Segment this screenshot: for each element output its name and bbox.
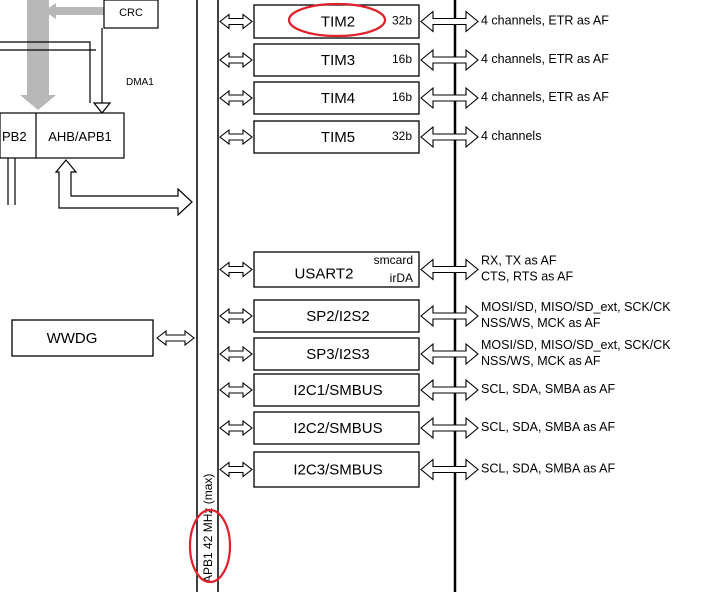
peripheral-row: TIM5 32b 4 channels bbox=[219, 120, 541, 154]
bus-to-peripheral-arrow bbox=[219, 261, 253, 278]
peripheral-box bbox=[253, 120, 420, 154]
bus-to-peripheral-arrow bbox=[219, 89, 253, 107]
peripheral-name: I2C3/SMBUS bbox=[293, 462, 382, 479]
apb1-highlight-ellipse bbox=[188, 508, 232, 584]
alternate-function-label: CTS, RTS as AF bbox=[481, 270, 574, 284]
ahb-apb1-label: AHB/APB1 bbox=[48, 129, 112, 144]
peripheral-box bbox=[253, 411, 420, 445]
top-left-blocks: CRC DMA1 PB2 AHB/APB1 bbox=[0, 0, 193, 217]
dma-lines bbox=[0, 28, 112, 114]
peripheral-row: SP3/I2S3 MOSI/SD, MISO/SD_ext, SCK/CK NSS/… bbox=[219, 337, 671, 371]
alternate-function-label: MOSI/SD, MISO/SD_ext, SCK/CK bbox=[481, 338, 671, 352]
bus-to-peripheral-arrow bbox=[219, 307, 253, 325]
peripheral-tag: smcard bbox=[374, 253, 413, 267]
peripheral-to-af-arrow bbox=[420, 258, 479, 281]
peripheral-name: SP3/I2S3 bbox=[306, 346, 369, 363]
wwdg-to-bus-arrow bbox=[156, 329, 195, 347]
peripheral-name: TIM4 bbox=[321, 90, 355, 107]
alternate-function-label: 4 channels, ETR as AF bbox=[481, 90, 609, 104]
peripheral-tag: 16b bbox=[392, 52, 412, 66]
peripheral-name: I2C1/SMBUS bbox=[293, 382, 382, 399]
wwdg-label: WWDG bbox=[47, 330, 98, 347]
peripheral-box bbox=[253, 43, 420, 77]
bus-to-peripheral-arrow bbox=[219, 345, 253, 363]
bus-to-peripheral-arrow bbox=[219, 51, 253, 69]
peripheral-box bbox=[253, 373, 420, 407]
peripheral-tag: 16b bbox=[392, 90, 412, 104]
bridge-box bbox=[0, 112, 125, 159]
peripheral-to-af-arrow bbox=[420, 48, 479, 72]
peripheral-name: USART2 bbox=[295, 266, 354, 283]
apb2-down-lines bbox=[7, 158, 16, 205]
peripheral-tag: 32b bbox=[392, 129, 412, 143]
peripheral-to-af-arrow bbox=[420, 304, 479, 328]
peripheral-tag: 32b bbox=[392, 14, 412, 28]
peripheral-name: TIM5 bbox=[321, 129, 355, 146]
peripheral-to-af-arrow bbox=[420, 416, 479, 440]
peripheral-row: TIM4 16b 4 channels, ETR as AF bbox=[219, 81, 609, 115]
alternate-function-label: NSS/WS, MCK as AF bbox=[481, 354, 601, 368]
wwdg-bus-arrow bbox=[156, 329, 195, 347]
peripheral-box bbox=[253, 337, 420, 371]
peripheral-to-af-arrow bbox=[420, 342, 479, 366]
peripheral-box bbox=[253, 4, 420, 39]
peripheral-name: TIM3 bbox=[321, 52, 355, 69]
alternate-function-label: SCL, SDA, SMBA as AF bbox=[481, 462, 615, 476]
peripheral-box bbox=[253, 451, 420, 488]
peripheral-to-af-arrow bbox=[420, 378, 479, 402]
peripheral-row: I2C2/SMBUS SCL, SDA, SMBA as AF bbox=[219, 411, 615, 445]
crc-grey-arrow bbox=[44, 3, 104, 19]
peripheral-row: TIM2 32b 4 channels, ETR as AF bbox=[219, 4, 609, 39]
bus-to-peripheral-arrow bbox=[219, 461, 253, 478]
peripheral-to-af-arrow bbox=[420, 458, 479, 481]
bus-to-peripheral-arrow bbox=[219, 128, 253, 146]
peripheral-box bbox=[253, 251, 420, 288]
peripheral-row: SP2/I2S2 MOSI/SD, MISO/SD_ext, SCK/CK NSS/… bbox=[219, 299, 671, 333]
peripheral-row: I2C1/SMBUS SCL, SDA, SMBA as AF bbox=[219, 373, 615, 407]
peripheral-name: I2C2/SMBUS bbox=[293, 420, 382, 437]
tim2-highlight-ellipse bbox=[287, 2, 387, 38]
bus-to-peripheral-arrow bbox=[219, 381, 253, 399]
wwdg-box bbox=[11, 319, 154, 357]
alternate-function-label: 4 channels, ETR as AF bbox=[481, 14, 609, 28]
alternate-function-label: 4 channels, ETR as AF bbox=[481, 52, 609, 66]
peripheral-to-af-arrow bbox=[420, 10, 479, 33]
alternate-function-label: SCL, SDA, SMBA as AF bbox=[481, 420, 615, 434]
peripheral-row: TIM3 16b 4 channels, ETR as AF bbox=[219, 43, 609, 77]
peripheral-tag: irDA bbox=[390, 271, 413, 285]
peripheral-name: SP2/I2S2 bbox=[306, 308, 369, 325]
peripheral-to-af-arrow bbox=[420, 86, 479, 110]
peripheral-row: I2C3/SMBUS SCL, SDA, SMBA as AF bbox=[219, 451, 615, 488]
alternate-function-label: RX, TX as AF bbox=[481, 254, 557, 268]
peripheral-name: TIM2 bbox=[321, 14, 355, 31]
apb1-bus-label: APB1 42 MHz (max) bbox=[201, 474, 215, 583]
alternate-function-label: MOSI/SD, MISO/SD_ext, SCK/CK bbox=[481, 300, 671, 314]
alternate-function-label: 4 channels bbox=[481, 129, 541, 143]
crc-label: CRC bbox=[119, 7, 143, 19]
peripheral-box bbox=[253, 299, 420, 333]
bus-to-peripheral-arrow bbox=[219, 419, 253, 437]
peripheral-row: USART2 smcard irDA RX, TX as AF CTS, RTS as … bbox=[219, 251, 574, 288]
peripheral-rows: TIM2 32b 4 channels, ETR as AF TIM3 16b 4 cha… bbox=[219, 4, 671, 488]
dma-grey-arrow bbox=[20, 0, 56, 110]
dma-label: DMA1 bbox=[126, 77, 154, 88]
alternate-function-label: SCL, SDA, SMBA as AF bbox=[481, 382, 615, 396]
crc-box bbox=[103, 0, 159, 29]
apb1-bus bbox=[196, 0, 219, 592]
peripheral-to-af-arrow bbox=[420, 125, 479, 149]
bus-to-peripheral-arrow bbox=[219, 13, 253, 30]
alternate-function-label: NSS/WS, MCK as AF bbox=[481, 316, 601, 330]
ahb-to-apb1-arrow bbox=[54, 159, 193, 217]
peripheral-box bbox=[253, 81, 420, 115]
apb2-label: PB2 bbox=[2, 129, 27, 144]
